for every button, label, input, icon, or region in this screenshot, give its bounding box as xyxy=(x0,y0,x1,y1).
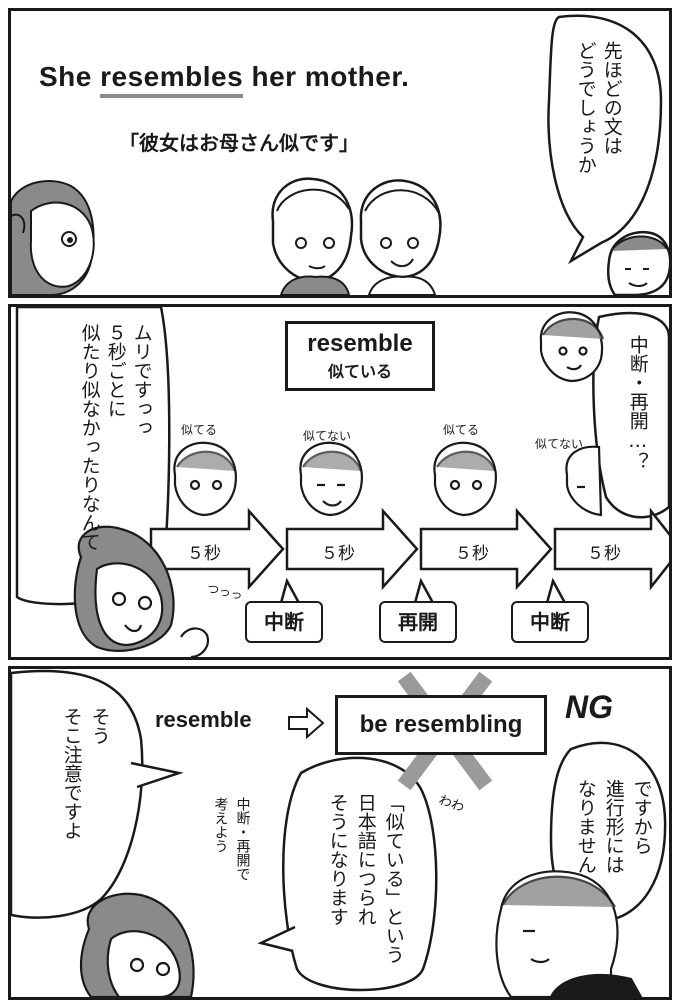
left-bubble-line-2: そこ注意ですよ xyxy=(60,707,83,840)
face-label-1: 似てる xyxy=(181,423,218,437)
word-to: be resembling xyxy=(359,711,523,738)
teacher-illustration xyxy=(495,870,643,997)
tag-pause-2: 中断 xyxy=(511,601,589,643)
speech-bubble-left xyxy=(11,669,144,919)
tag-pause-1: 中断 xyxy=(245,601,323,643)
panel-3-art xyxy=(11,669,667,997)
speech-bubble-right xyxy=(592,311,669,519)
left-bubble-line-1: ムリですっっ xyxy=(130,323,153,437)
panel-2: resemble 似ている ムリですっっ ５秒ごとに 似たり似なかったりなんて … xyxy=(8,304,672,660)
arrow-3 xyxy=(419,507,553,591)
panel-2-art xyxy=(15,307,669,657)
face-label-3: 似てる xyxy=(443,423,480,437)
left-bubble-line-1: そう xyxy=(88,707,111,745)
hand-note-line-2: 考えよう xyxy=(212,797,229,853)
translation-text: 「彼女はお母さん似です」 xyxy=(119,131,359,155)
right-bubble-line-1: ですから xyxy=(630,779,653,855)
teacher-illustration xyxy=(607,230,669,295)
timeline-arrows xyxy=(149,507,669,591)
sentence-key-word: resembles xyxy=(100,61,244,98)
example-sentence: She resembles her mother. xyxy=(39,61,410,98)
arrow-2 xyxy=(285,507,419,591)
student-illustration xyxy=(80,892,195,997)
right-bubble-line-2: 進行形には xyxy=(602,779,625,874)
ng-label: NG xyxy=(565,689,613,725)
progressive-form-box: be resembling xyxy=(335,695,547,755)
bubble-text-line-1: 先ほどの文は xyxy=(600,41,623,155)
arrow-label-3: ５秒 xyxy=(455,544,489,564)
arrow-label-1: ５秒 xyxy=(187,544,221,564)
box-subtitle: 似ている xyxy=(327,362,392,381)
middle-bubble-line-2: 日本語につられ xyxy=(354,793,377,926)
hand-note-line-1: 中断・再開で xyxy=(234,797,251,881)
middle-bubble-line-3: そうになります xyxy=(326,793,349,926)
panel-1-art xyxy=(11,14,669,295)
left-bubble-line-2: ５秒ごとに xyxy=(104,323,127,418)
conversion-arrow-icon xyxy=(288,706,325,740)
mother-daughter-illustration xyxy=(271,177,442,295)
box-title: resemble xyxy=(307,330,413,357)
word-from: resemble xyxy=(155,707,252,732)
sentence-post: her mother. xyxy=(243,61,410,92)
middle-bubble-line-1: 「似ている」という xyxy=(382,793,405,964)
panel-3: resemble be resembling NG そう そこ注意ですよ 「似て… xyxy=(8,666,672,1000)
arrow-4 xyxy=(553,507,669,591)
arrow-label-4: ５秒 xyxy=(587,544,621,564)
right-bubble-line-3: なりません xyxy=(574,779,597,874)
student-illustration xyxy=(73,525,209,657)
face-label-2: 似てない xyxy=(303,429,352,443)
girl-left-illustration xyxy=(11,180,95,295)
arrow-label-2: ５秒 xyxy=(321,544,355,564)
arrow-1 xyxy=(149,507,285,591)
tag-resume: 再開 xyxy=(379,601,457,643)
teacher-peek-illustration xyxy=(539,311,605,383)
right-bubble-text: 中断・再開…？ xyxy=(626,335,649,471)
resemble-definition-box: resemble 似ている xyxy=(285,321,435,391)
speech-bubble-right xyxy=(547,14,663,265)
sentence-pre: She xyxy=(39,61,101,92)
face-label-4: 似てない xyxy=(535,437,584,451)
faces-row xyxy=(173,441,603,517)
speech-bubble-middle xyxy=(282,756,438,992)
panel-1: She resembles her mother. 「彼女はお母さん似です」 先… xyxy=(8,8,672,298)
bubble-text-line-2: どうでしょうか xyxy=(574,41,597,174)
left-bubble-line-3: 似たり似なかったりなんて xyxy=(78,323,101,551)
